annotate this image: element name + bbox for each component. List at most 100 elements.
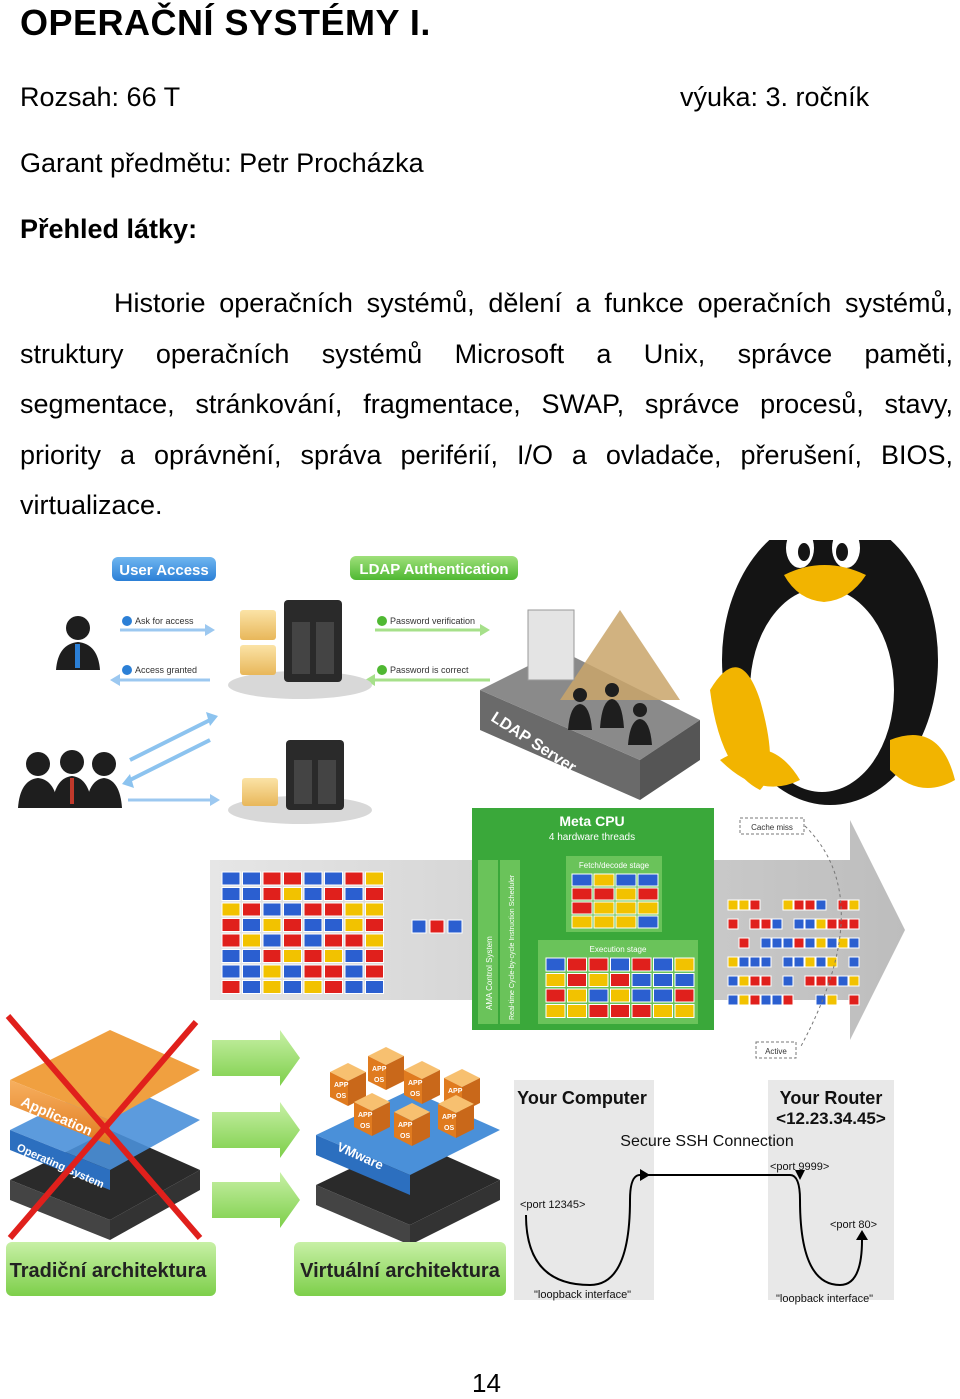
exec-cell <box>653 988 673 1003</box>
cube-app-label: APP <box>448 1088 463 1095</box>
thread-cell <box>365 980 384 994</box>
fetch-cell <box>571 887 593 901</box>
port-80-label: <port 80> <box>830 1219 877 1231</box>
thread-cell <box>262 964 282 979</box>
output-cell <box>738 937 750 949</box>
thread-cell <box>344 918 364 932</box>
output-cell <box>815 937 827 949</box>
thread-cell <box>344 871 364 886</box>
exec-cell <box>674 1004 695 1018</box>
thread-cell <box>262 949 282 963</box>
password-verification-arrow: Password verification <box>375 616 490 636</box>
cpu-subtitle: 4 hardware threads <box>549 832 635 843</box>
fetch-cell <box>571 915 593 929</box>
fetch-cell <box>615 887 637 901</box>
user-access-label: User Access <box>119 562 209 579</box>
thread-cell <box>262 933 282 948</box>
thread-cell <box>344 933 364 948</box>
thread-cell <box>365 933 384 948</box>
thread-cell <box>303 887 323 901</box>
thread-cell <box>303 871 323 886</box>
output-cell <box>848 956 860 968</box>
fetch-cell <box>637 915 659 929</box>
fetch-cell <box>615 873 637 887</box>
output-cell <box>727 956 739 968</box>
exec-cell <box>588 957 609 972</box>
thread-cell <box>303 949 323 963</box>
fetch-cell <box>637 901 659 915</box>
output-cell <box>826 918 838 930</box>
output-cell <box>760 994 772 1006</box>
your-computer-label: Your Computer <box>517 1088 647 1108</box>
output-cell <box>793 899 805 911</box>
thread-cell <box>262 902 282 917</box>
output-cell <box>760 956 772 968</box>
thread-cell <box>242 902 261 917</box>
output-cell <box>738 975 750 987</box>
fetch-cell <box>593 915 615 929</box>
output-cell <box>738 994 750 1006</box>
ldap-server-book: LDAP Server <box>480 609 700 800</box>
thread-cell <box>365 887 384 901</box>
output-cell <box>826 937 838 949</box>
cube-os-label: OS <box>374 1077 384 1084</box>
output-cell <box>804 937 816 949</box>
thread-cell <box>365 918 384 932</box>
app-os-cube: APP OS <box>438 1095 474 1138</box>
exec-cell <box>631 1004 652 1018</box>
thread-cell <box>324 933 343 948</box>
output-cell <box>727 994 739 1006</box>
output-cell <box>848 975 860 987</box>
thread-cell <box>324 887 343 901</box>
tux-penguin-icon <box>710 540 955 805</box>
page-number: 14 <box>472 1368 501 1398</box>
output-cell <box>738 956 750 968</box>
thread-cell <box>242 887 261 901</box>
access-granted-label: Access granted <box>135 665 197 675</box>
user-group-icon <box>18 750 122 808</box>
cache-miss-label: Cache miss <box>751 823 793 832</box>
output-cell <box>837 918 849 930</box>
cpu-title: Meta CPU <box>559 813 624 829</box>
access-granted-arrow: Access granted <box>110 665 210 686</box>
thread-cell <box>242 871 261 886</box>
fetch-cell <box>615 901 637 915</box>
queue-cell <box>447 919 463 934</box>
thread-cell <box>365 871 384 886</box>
exec-cell <box>674 973 695 987</box>
output-cell <box>837 937 849 949</box>
output-cell <box>804 918 816 930</box>
exec-cell <box>610 957 630 972</box>
fetch-cell <box>571 901 593 915</box>
output-cell <box>837 899 849 911</box>
thread-cell <box>242 980 261 994</box>
output-cell <box>727 975 739 987</box>
output-cell <box>760 937 772 949</box>
guarantor-text: Garant předmětu: Petr Procházka <box>20 148 424 178</box>
output-cell <box>760 975 772 987</box>
cube-app-label: APP <box>442 1114 457 1121</box>
output-cell <box>782 899 794 911</box>
output-cell <box>771 994 783 1006</box>
traditional-label-box <box>6 1242 216 1296</box>
thread-cell <box>283 933 302 948</box>
single-user-icon <box>56 616 100 670</box>
exec-cell <box>567 973 587 987</box>
thread-cell <box>283 949 302 963</box>
thread-cell <box>344 902 364 917</box>
fetch-cell <box>593 887 615 901</box>
exec-cell <box>610 1004 630 1018</box>
thread-cell <box>365 949 384 963</box>
exec-cell <box>545 957 566 972</box>
thread-cell <box>221 964 241 979</box>
exec-cell <box>567 1004 587 1018</box>
fetch-cell <box>593 873 615 887</box>
thread-cell <box>221 871 241 886</box>
page-title: OPERAČNÍ SYSTÉMY I. <box>20 2 431 43</box>
virtual-label-box <box>294 1242 506 1296</box>
exec-cell <box>588 988 609 1003</box>
ldap-auth-label: LDAP Authentication <box>359 561 508 578</box>
cube-os-label: OS <box>444 1125 454 1132</box>
